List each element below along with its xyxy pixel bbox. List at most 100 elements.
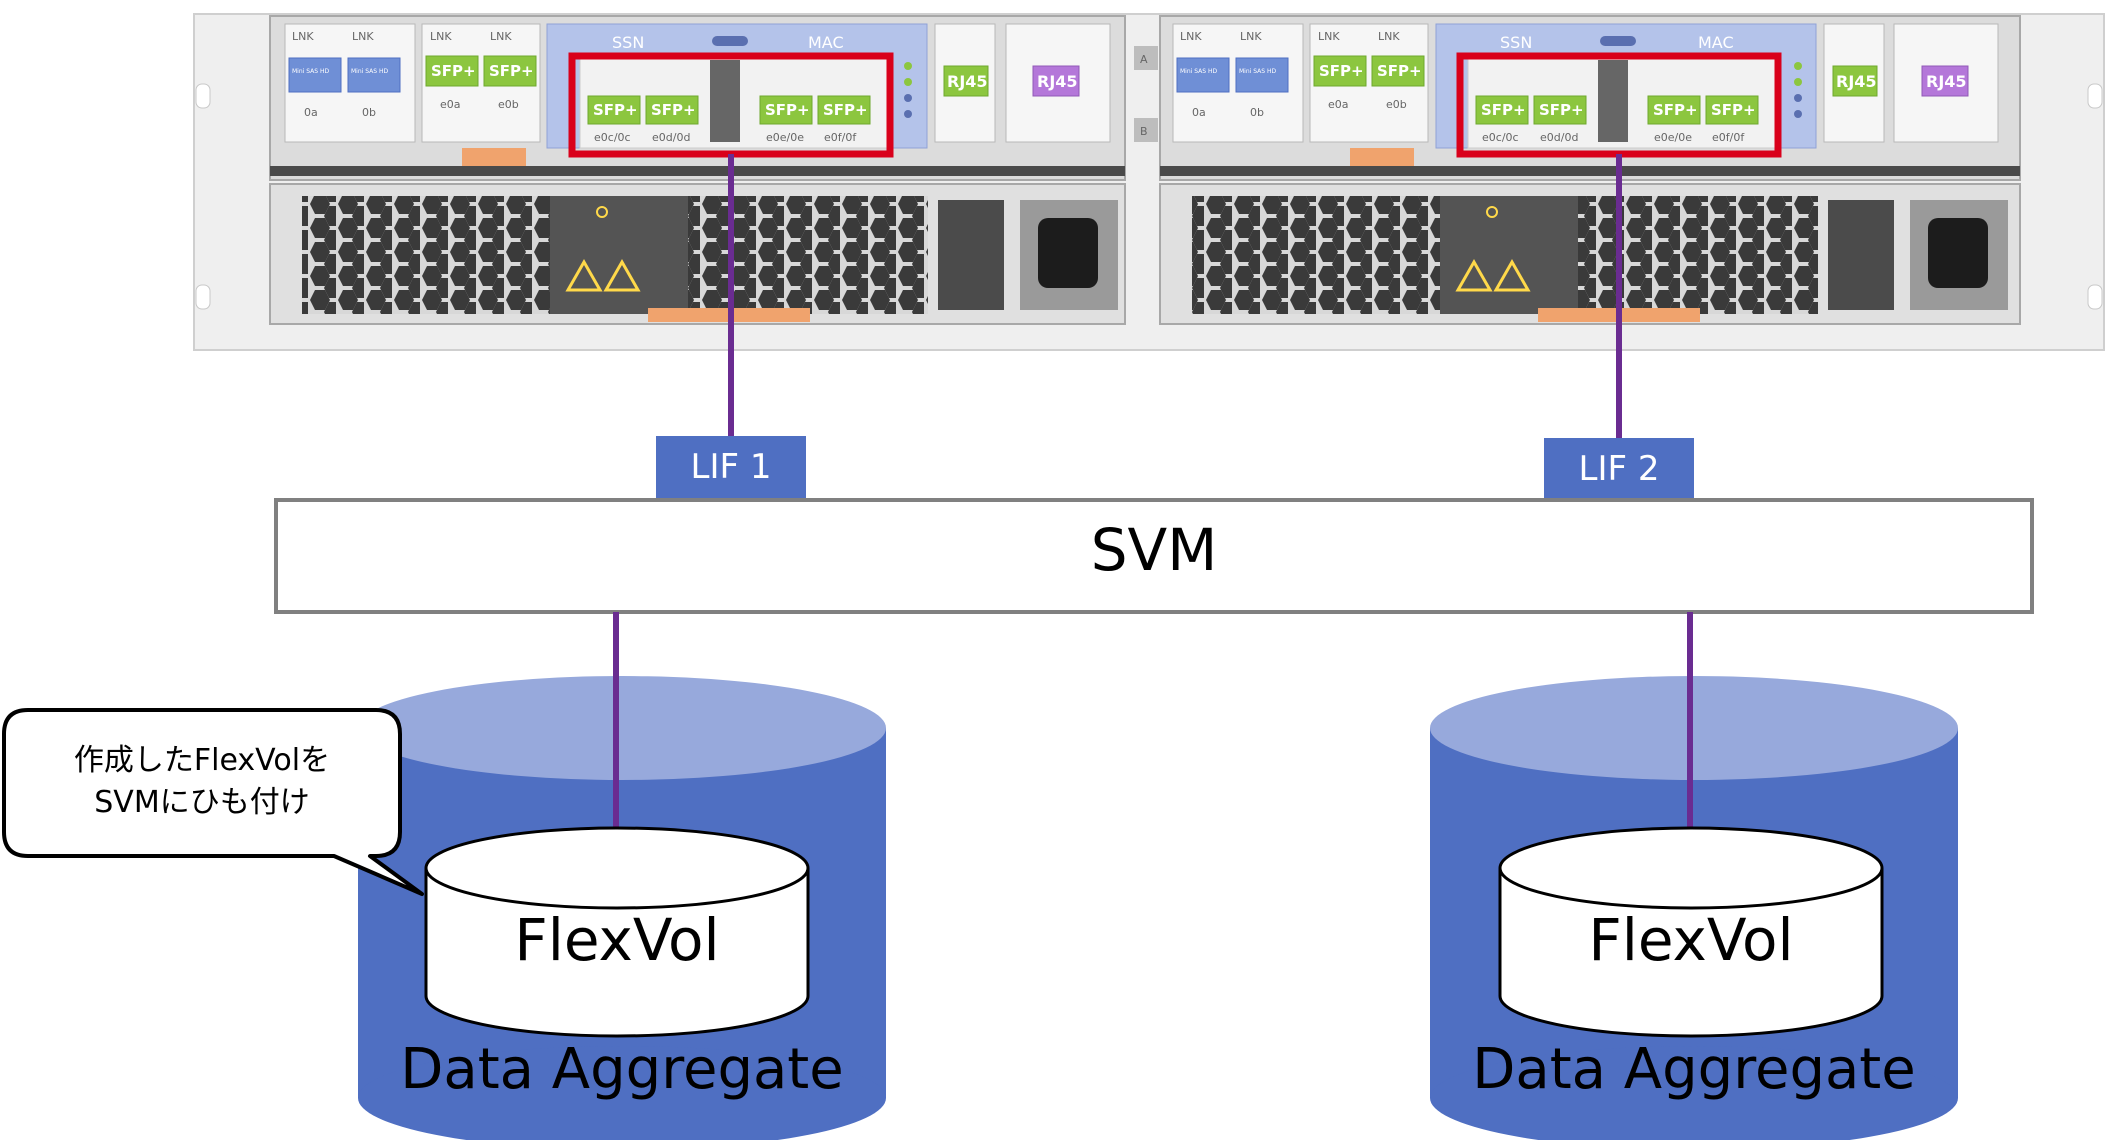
sfp-port-label: SFP+ bbox=[593, 101, 638, 119]
sfp-port-label: SFP+ bbox=[431, 62, 476, 80]
sfp-port-name: e0b bbox=[498, 98, 519, 111]
onboard-port-panel: SSN MAC SFP+ SFP+ SFP+ SFP+ e0c/0c e0d/0… bbox=[1435, 23, 1817, 149]
slot-letter: B bbox=[1140, 125, 1148, 138]
link-label: LNK bbox=[1240, 30, 1262, 43]
mgmt-port[interactable] bbox=[710, 60, 740, 142]
slot-letter: A bbox=[1140, 53, 1148, 66]
mac-label: MAC bbox=[808, 33, 844, 52]
controller-1: LNK LNK Mini SAS HD Mini SAS HD 0a 0b LN… bbox=[269, 15, 1158, 325]
sfp-port-label: SFP+ bbox=[1319, 62, 1364, 80]
sas-module: LNK LNK Mini SAS HD Mini SAS HD 0a 0b bbox=[284, 23, 416, 143]
sfp-port[interactable] bbox=[425, 55, 479, 87]
sfp-port[interactable] bbox=[1475, 95, 1529, 125]
sas-port-label: Mini SAS HD bbox=[351, 68, 388, 75]
psu-status-panel bbox=[1440, 196, 1578, 314]
mini-sas-port[interactable] bbox=[1176, 57, 1230, 93]
sfp-port[interactable] bbox=[817, 95, 871, 125]
sfp-port-label: SFP+ bbox=[1481, 101, 1526, 119]
sfp-port[interactable] bbox=[1647, 95, 1701, 125]
port-name: e0f/0f bbox=[824, 131, 857, 144]
rj45-label: RJ45 bbox=[1037, 72, 1078, 91]
sfp-port-name: e0a bbox=[440, 98, 461, 111]
sfp-port-label: SFP+ bbox=[651, 101, 696, 119]
callout-line-2: SVMにひも付け bbox=[94, 785, 309, 820]
aggregate-label: Data Aggregate bbox=[1472, 1037, 1915, 1102]
flexvol-1: FlexVol bbox=[424, 826, 810, 1038]
sfp-port[interactable] bbox=[1313, 55, 1367, 87]
sfp-port[interactable] bbox=[645, 95, 699, 125]
svm-label: SVM bbox=[1091, 516, 1218, 584]
sfp-port-label: SFP+ bbox=[1377, 62, 1422, 80]
link-label: LNK bbox=[1318, 30, 1340, 43]
flexvol-label: FlexVol bbox=[514, 906, 719, 974]
sfp-port-label: SFP+ bbox=[765, 101, 810, 119]
rj45-port[interactable] bbox=[1032, 65, 1080, 97]
mini-sas-port[interactable] bbox=[288, 57, 342, 93]
sas-port-name: 0b bbox=[362, 106, 376, 119]
lif-2: LIF 2 bbox=[1544, 438, 1694, 500]
mini-sas-port[interactable] bbox=[347, 57, 401, 93]
callout-line-1: 作成したFlexVolを bbox=[74, 743, 330, 778]
rj45-label: RJ45 bbox=[1926, 72, 1967, 91]
link-label: LNK bbox=[490, 30, 512, 43]
usb-port[interactable] bbox=[1600, 36, 1636, 46]
ssn-label: SSN bbox=[1500, 33, 1532, 52]
sfp-port-name: e0b bbox=[1386, 98, 1407, 111]
flexvol-2: FlexVol bbox=[1498, 826, 1884, 1038]
psu-status-panel bbox=[550, 196, 688, 314]
sas-port-name: 0a bbox=[1192, 106, 1206, 119]
flexvol-label: FlexVol bbox=[1588, 906, 1793, 974]
sas-module: LNK LNK Mini SAS HD Mini SAS HD 0a 0b bbox=[1172, 23, 1304, 143]
sas-port-label: Mini SAS HD bbox=[1180, 68, 1217, 75]
link-label: LNK bbox=[292, 30, 314, 43]
power-switch[interactable] bbox=[1828, 200, 1894, 310]
port-name: e0d/0d bbox=[652, 131, 690, 144]
callout-bubble: 作成したFlexVolを SVMにひも付け bbox=[2, 708, 424, 896]
ssn-label: SSN bbox=[612, 33, 644, 52]
sas-port-name: 0a bbox=[304, 106, 318, 119]
sfp-port[interactable] bbox=[483, 55, 537, 87]
rj45-port[interactable] bbox=[943, 65, 989, 97]
power-supply bbox=[269, 183, 1126, 325]
svm-box: SVM bbox=[274, 498, 2034, 614]
sfp-port[interactable] bbox=[759, 95, 813, 125]
port-name: e0d/0d bbox=[1540, 131, 1578, 144]
rj45-port[interactable] bbox=[1921, 65, 1969, 97]
slot-indicators: A B bbox=[1134, 46, 1158, 142]
link-label: LNK bbox=[1180, 30, 1202, 43]
usb-port[interactable] bbox=[712, 36, 748, 46]
link-label: LNK bbox=[1378, 30, 1400, 43]
mgmt-port[interactable] bbox=[1598, 60, 1628, 142]
rj45-label: RJ45 bbox=[947, 72, 988, 91]
sfp-port-label: SFP+ bbox=[1653, 101, 1698, 119]
aggregate-label: Data Aggregate bbox=[400, 1037, 843, 1102]
sfp-module-left: LNK LNK SFP+ SFP+ e0a e0b bbox=[421, 23, 541, 143]
lif-label: LIF 2 bbox=[1579, 449, 1660, 489]
sfp-port[interactable] bbox=[587, 95, 641, 125]
rj45-port[interactable] bbox=[1832, 65, 1878, 97]
mini-sas-port[interactable] bbox=[1235, 57, 1289, 93]
power-switch[interactable] bbox=[938, 200, 1004, 310]
release-tab[interactable] bbox=[1350, 148, 1414, 166]
lif-label: LIF 1 bbox=[691, 447, 772, 487]
release-tab[interactable] bbox=[462, 148, 526, 166]
lif-1: LIF 1 bbox=[656, 436, 806, 498]
onboard-port-panel: SSN MAC SFP+ SFP+ SFP+ SFP+ e0c/0c e0d/0… bbox=[546, 23, 928, 149]
sfp-port-name: e0a bbox=[1328, 98, 1349, 111]
link-label: LNK bbox=[430, 30, 452, 43]
mac-label: MAC bbox=[1698, 33, 1734, 52]
sfp-port[interactable] bbox=[1371, 55, 1425, 87]
sfp-port-label: SFP+ bbox=[823, 101, 868, 119]
sfp-port-label: SFP+ bbox=[489, 62, 534, 80]
sfp-port-label: SFP+ bbox=[1539, 101, 1584, 119]
port-name: e0c/0c bbox=[594, 131, 631, 144]
sfp-port-label: SFP+ bbox=[1711, 101, 1756, 119]
controller-2: LNK LNK Mini SAS HD Mini SAS HD 0a 0b LN… bbox=[1159, 15, 2021, 325]
sfp-port[interactable] bbox=[1533, 95, 1587, 125]
sas-port-label: Mini SAS HD bbox=[292, 68, 329, 75]
rj45-module: RJ45 RJ45 bbox=[1823, 23, 1999, 143]
sfp-port[interactable] bbox=[1705, 95, 1759, 125]
sas-port-name: 0b bbox=[1250, 106, 1264, 119]
rj45-label: RJ45 bbox=[1836, 72, 1877, 91]
